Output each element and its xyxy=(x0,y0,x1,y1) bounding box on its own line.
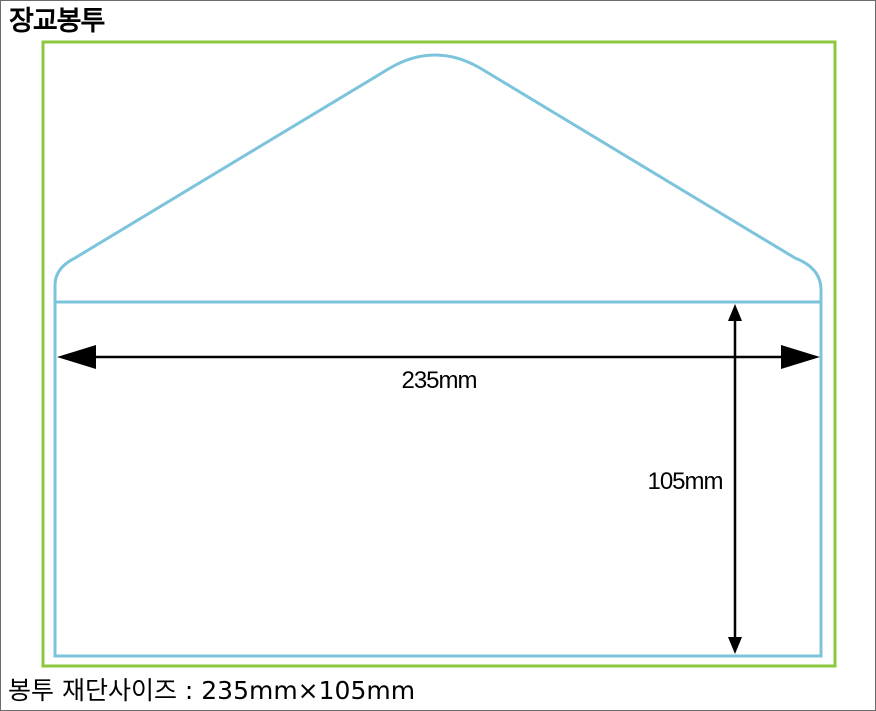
cut-size-caption: 봉투 재단사이즈 : 235mm×105mm xyxy=(8,676,416,705)
width-label: 235mm xyxy=(401,367,476,394)
trim-border xyxy=(41,40,837,668)
height-dimension-arrow xyxy=(728,304,742,654)
envelope-body xyxy=(53,300,823,658)
arrowhead-left xyxy=(57,345,96,369)
envelope-flap xyxy=(53,53,823,302)
arrowhead-right xyxy=(781,345,820,369)
height-label: 105mm xyxy=(647,468,722,495)
arrowhead-bottom xyxy=(728,637,742,654)
page-title: 장교봉투 xyxy=(9,6,105,37)
width-dimension-arrow xyxy=(57,345,820,369)
arrowhead-top xyxy=(728,304,742,321)
